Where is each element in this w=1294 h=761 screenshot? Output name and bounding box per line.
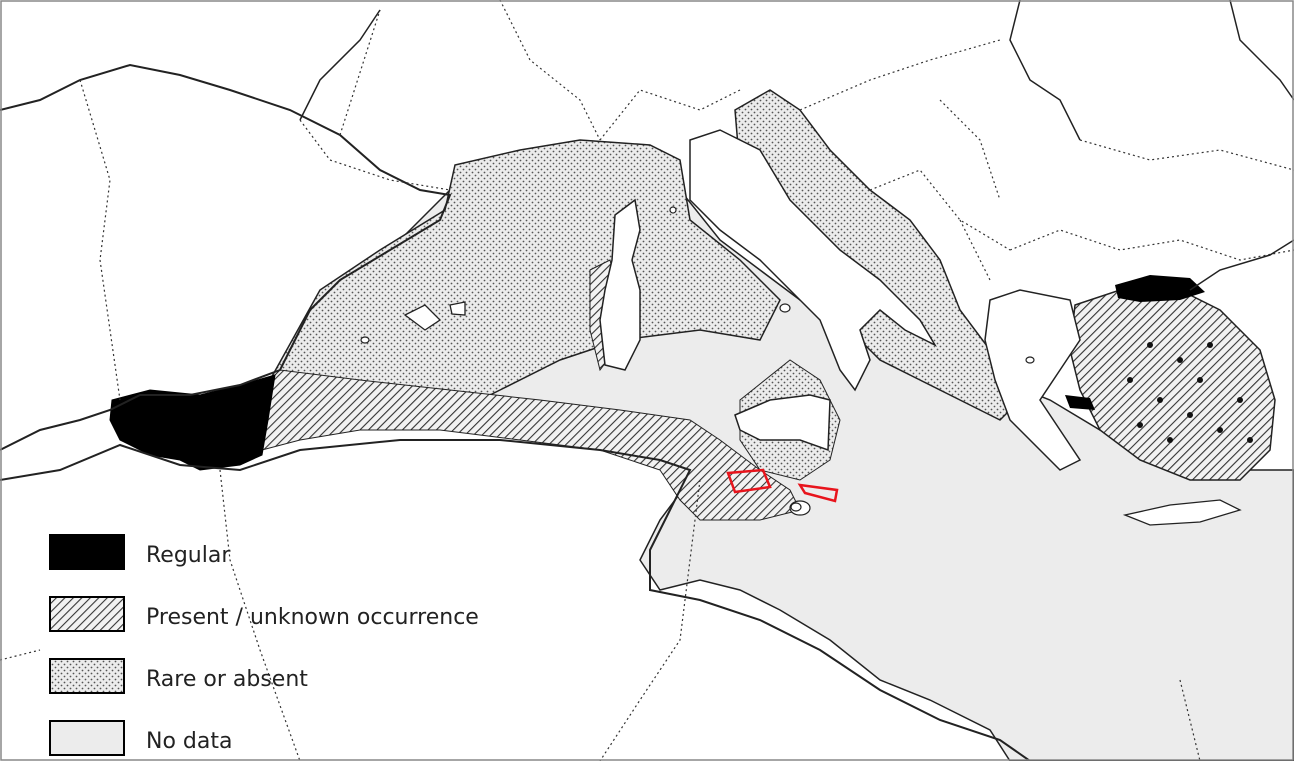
island-balearic [403,301,466,331]
legend-swatch-present [49,596,125,632]
aegean-islands [1127,342,1253,443]
regular-area-alboran [109,374,276,471]
island-sicily [734,394,831,452]
highlight-polygon-east [797,483,839,503]
islets [360,206,1035,516]
present-area-south-band [259,369,801,521]
regular-area-north-aegean [1115,275,1205,302]
legend: Regular Present / unknown occurrence Rar… [49,534,479,756]
island-crete [1122,499,1242,526]
highlight-polygon-west [726,468,772,494]
legend-swatch-nodata [49,720,125,756]
legend-swatch-rare [49,658,125,694]
island-corsica-sardinia [599,198,641,371]
legend-label-rare: Rare or absent [146,667,308,692]
northern-coastlines [299,0,1294,291]
iberia-coastline [0,63,452,451]
north-africa-coastline [0,439,1031,761]
legend-label-nodata: No data [146,729,232,754]
italy-coastline [689,129,937,392]
legend-swatch-regular [49,534,125,570]
regular-area-saronic [1065,395,1095,410]
greece-coastline [984,289,1082,471]
legend-label-present: Present / unknown occurrence [146,605,479,630]
highlight-polygons [726,468,839,503]
legend-label-regular: Regular [146,543,231,568]
